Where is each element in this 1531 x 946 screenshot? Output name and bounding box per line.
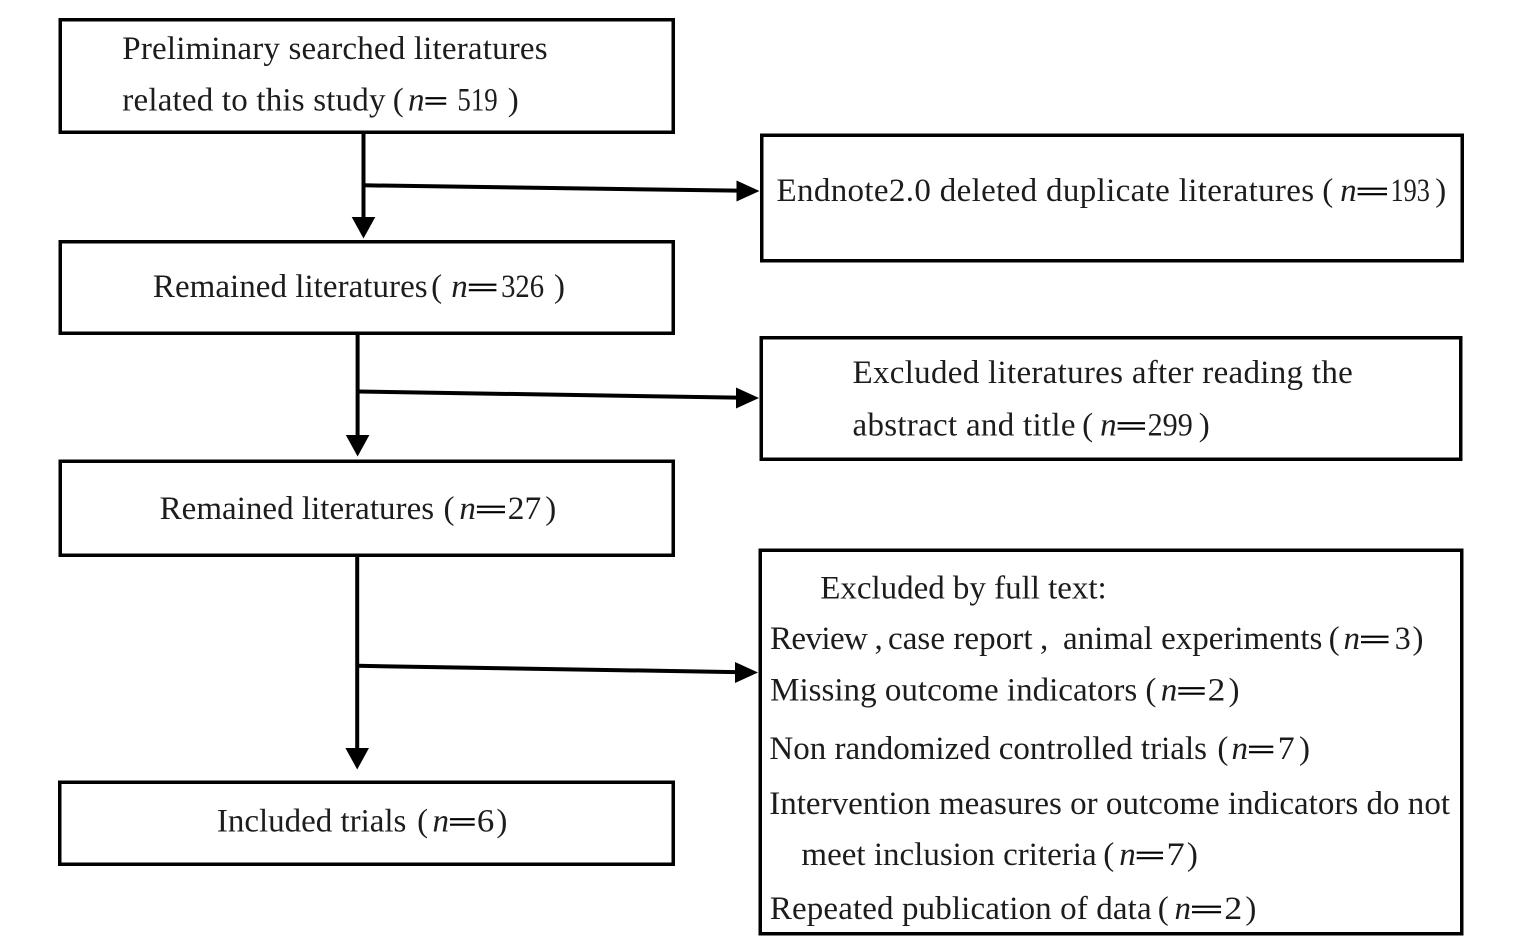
svg-text:Remained literatures: Remained literatures [153, 269, 428, 305]
svg-text:): ) [554, 269, 565, 305]
svg-text:): ) [1199, 408, 1210, 444]
svg-text:7: 7 [1167, 836, 1185, 873]
svg-text:(: ( [1329, 621, 1340, 657]
svg-text:): ) [545, 491, 556, 527]
svg-text:Intervention measures or outco: Intervention measures or outcome indicat… [769, 786, 1450, 822]
svg-text:2: 2 [1224, 890, 1242, 926]
svg-text:): ) [1187, 837, 1198, 873]
svg-text:): ) [1435, 173, 1446, 209]
svg-text:(: ( [393, 83, 404, 119]
svg-text:n: n [1232, 731, 1249, 767]
svg-text:Excluded literatures after rea: Excluded literatures after reading the [853, 355, 1353, 391]
svg-text:case report: case report [888, 621, 1033, 657]
svg-text:Missing outcome indicators: Missing outcome indicators [770, 673, 1137, 709]
svg-text:n: n [1100, 408, 1117, 444]
svg-text:): ) [508, 83, 519, 119]
svg-text:(: ( [431, 269, 442, 305]
svg-text:): ) [1299, 731, 1310, 767]
svg-text:6: 6 [477, 803, 494, 839]
svg-text:n: n [1175, 891, 1192, 927]
svg-text:n: n [408, 83, 425, 119]
svg-text:n: n [451, 269, 468, 305]
svg-text:): ) [1413, 621, 1424, 657]
svg-text:519: 519 [457, 81, 497, 118]
svg-text:2: 2 [1208, 673, 1226, 709]
svg-text:related to this study: related to this study [122, 83, 386, 119]
svg-text:(: ( [1217, 731, 1228, 767]
svg-text:Excluded by full text:: Excluded by full text: [820, 571, 1106, 607]
svg-text:animal experiments: animal experiments [1063, 621, 1322, 657]
svg-text:Remained literatures: Remained literatures [160, 491, 435, 527]
svg-text:(: ( [1103, 837, 1114, 873]
svg-text:(: ( [1158, 891, 1169, 927]
svg-text:meet inclusion criteria: meet inclusion criteria [801, 837, 1097, 873]
svg-text:n: n [1344, 621, 1361, 657]
svg-text:,: , [1040, 621, 1048, 657]
svg-text:(: ( [1145, 673, 1156, 709]
svg-text:193: 193 [1391, 172, 1430, 209]
svg-text:(: ( [444, 491, 455, 527]
svg-text:n: n [433, 804, 450, 840]
svg-text:n: n [459, 491, 476, 527]
svg-text:(: ( [417, 804, 428, 840]
svg-text:(: ( [1322, 173, 1333, 209]
svg-text:n: n [1119, 837, 1136, 873]
svg-text:(: ( [1082, 408, 1093, 444]
svg-text:Review: Review [770, 621, 868, 657]
svg-text:326: 326 [501, 267, 544, 304]
svg-text:7: 7 [1278, 730, 1295, 767]
svg-text:Endnote2.0 deleted duplicate l: Endnote2.0 deleted duplicate literatures [777, 173, 1315, 209]
svg-text:299: 299 [1148, 406, 1193, 443]
svg-text:3: 3 [1395, 621, 1411, 658]
svg-text:n: n [1340, 173, 1357, 209]
svg-text:Preliminary searched literatur: Preliminary searched literatures [122, 31, 547, 67]
svg-text:): ) [496, 804, 507, 840]
svg-text:n: n [1161, 673, 1178, 709]
svg-text:): ) [1245, 891, 1256, 927]
svg-text:Non randomized controlled tria: Non randomized controlled trials [769, 731, 1207, 767]
svg-text:27: 27 [508, 490, 541, 527]
svg-text:): ) [1229, 673, 1240, 709]
svg-text:Repeated publication of data: Repeated publication of data [770, 891, 1152, 927]
svg-text:,: , [875, 621, 883, 657]
svg-text:abstract and title: abstract and title [853, 408, 1076, 444]
svg-text:Included trials: Included trials [217, 804, 407, 840]
